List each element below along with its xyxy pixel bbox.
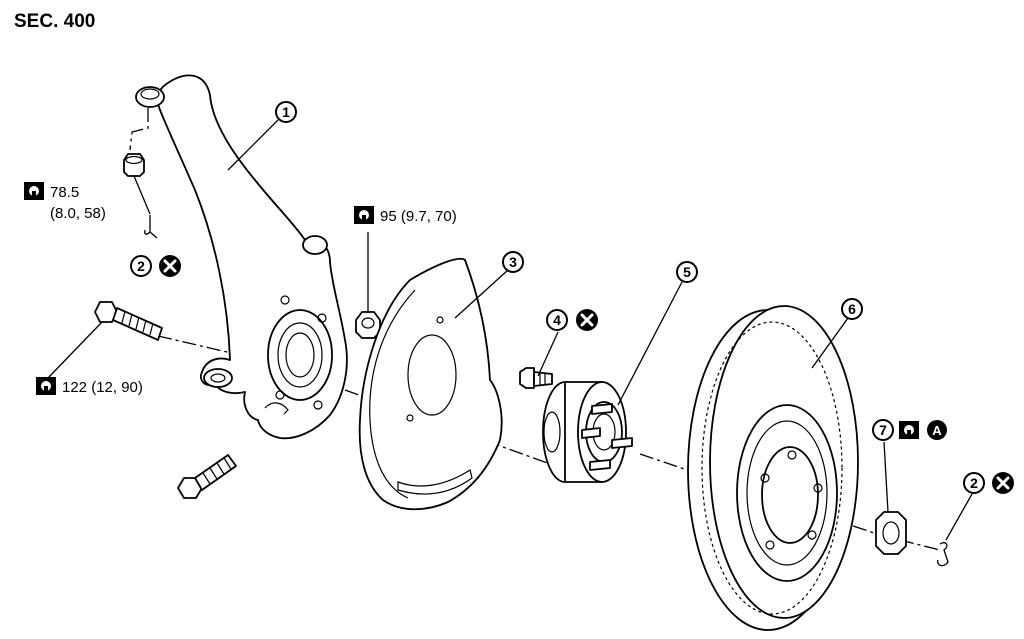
axis-line	[129, 108, 149, 151]
axis-line	[157, 335, 241, 356]
svg-text:A: A	[932, 423, 942, 438]
do-not-reuse-icon	[576, 309, 598, 331]
knuckle-bolt-upper	[94, 301, 163, 341]
leader-line	[883, 441, 889, 513]
svg-text:1: 1	[282, 104, 290, 120]
ball-joint-nut	[123, 153, 145, 177]
leader-line	[945, 493, 973, 541]
do-not-reuse-icon	[159, 255, 181, 277]
do-not-reuse-icon	[992, 472, 1014, 494]
callout-2-upper: 2	[130, 255, 152, 277]
torque-wrench-icon	[24, 182, 44, 200]
knuckle-bolt-lower	[177, 454, 237, 499]
callout-3: 3	[502, 251, 524, 273]
leader-line	[227, 119, 279, 171]
steering-knuckle	[135, 74, 348, 440]
leader-line	[133, 175, 151, 215]
svg-text:4: 4	[553, 312, 561, 328]
leader-line	[537, 331, 559, 377]
callout-7: 7	[872, 419, 894, 441]
callout-2-lower: 2	[963, 472, 985, 494]
torque-spec-ball-joint: 78.5	[50, 184, 79, 201]
callout-5: 5	[676, 261, 698, 283]
cotter-pin	[144, 215, 158, 239]
torque-spec-strut-nut: 95 (9.7, 70)	[380, 208, 457, 225]
callout-1: 1	[275, 101, 297, 123]
svg-text:2: 2	[137, 258, 145, 274]
leader-line	[454, 269, 509, 319]
leader-line	[617, 281, 683, 406]
torque-spec-ball-joint-alt: (8.0, 58)	[50, 205, 106, 222]
svg-text:7: 7	[879, 422, 887, 438]
svg-text:6: 6	[848, 301, 856, 317]
torque-wrench-icon	[36, 377, 56, 395]
torque-spec-knuckle-bolt: 122 (12, 90)	[62, 379, 143, 396]
torque-wrench-icon	[354, 206, 374, 224]
torque-wrench-icon	[899, 421, 919, 439]
svg-text:2: 2	[970, 475, 978, 491]
reference-mark-a: A	[927, 420, 947, 440]
strut-nut	[355, 232, 381, 339]
cotter-pin	[937, 542, 949, 567]
callout-4: 4	[546, 309, 568, 331]
hub-bolt	[519, 367, 553, 389]
svg-text:5: 5	[683, 264, 691, 280]
svg-text:3: 3	[509, 254, 517, 270]
leader-line	[47, 321, 103, 379]
callout-6: 6	[841, 298, 863, 320]
hub-lock-nut	[875, 511, 907, 555]
leader-line	[811, 317, 849, 369]
disc-rotor	[687, 305, 859, 631]
wheel-hub-bearing	[542, 381, 633, 483]
splash-guard	[358, 258, 503, 511]
section-label: SEC. 400	[14, 11, 95, 32]
